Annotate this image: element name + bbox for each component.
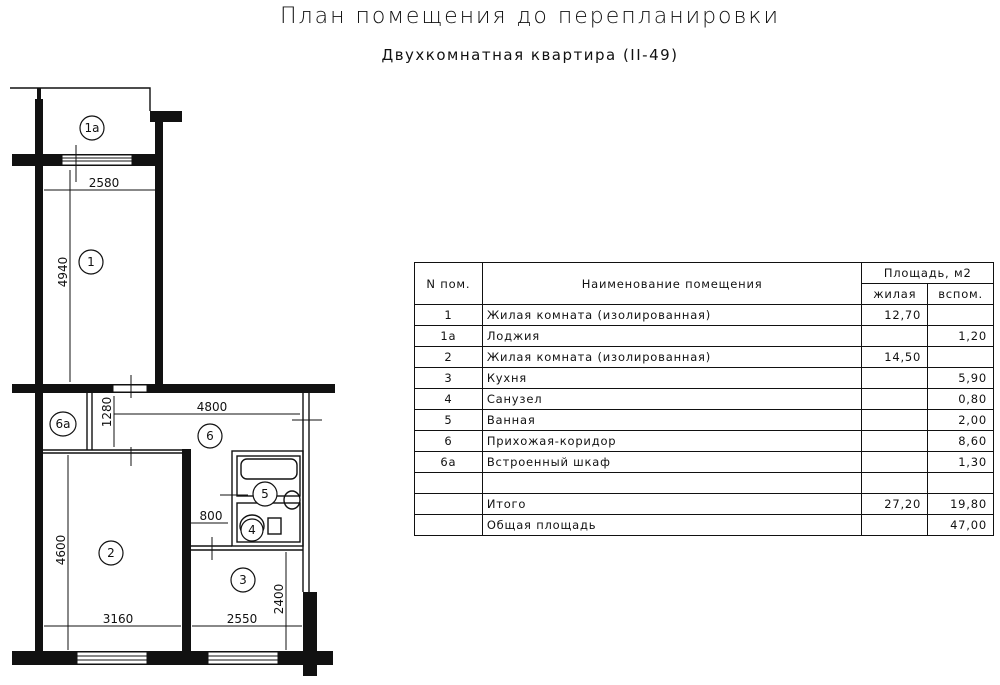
dim-1280: 1280 xyxy=(100,397,114,428)
dimension-labels: 2580 4940 4800 1280 800 4600 3160 2550 2… xyxy=(54,176,286,626)
walls xyxy=(12,88,335,676)
room-label-6a: 6a xyxy=(56,417,71,431)
header-number: N пом. xyxy=(414,262,483,305)
room-name xyxy=(481,472,863,494)
living-area xyxy=(861,451,929,473)
room-number: 4 xyxy=(414,388,483,410)
living-area xyxy=(861,409,929,431)
room-name: Жилая комната (изолированная) xyxy=(481,346,863,368)
auxiliary-area xyxy=(927,472,994,494)
room-number: 6а xyxy=(414,451,483,473)
room-label-5: 5 xyxy=(261,487,269,501)
room-name: Итого xyxy=(481,493,863,515)
room-name: Встроенный шкаф xyxy=(481,451,863,473)
room-number: 1а xyxy=(414,325,483,347)
living-area xyxy=(861,325,929,347)
header-living: жилая xyxy=(861,283,929,305)
room-area-table: N пом. Наименование помещения Площадь, м… xyxy=(414,262,994,536)
auxiliary-area xyxy=(927,346,994,368)
drawing-title: План помещения до перепланировки xyxy=(280,4,780,29)
room-name: Кухня xyxy=(481,367,863,389)
living-area xyxy=(861,514,929,536)
dim-800: 800 xyxy=(200,509,223,523)
thin-walls xyxy=(10,87,310,592)
room-number xyxy=(414,514,483,536)
room-name: Общая площадь xyxy=(481,514,863,536)
table-row: Общая площадь 47,00 xyxy=(414,514,994,536)
header-auxiliary: вспом. xyxy=(927,283,994,305)
room-number xyxy=(414,472,483,494)
room-label-4: 4 xyxy=(248,523,256,537)
living-area xyxy=(861,472,929,494)
room-name: Ванная xyxy=(481,409,863,431)
living-area: 14,50 xyxy=(861,346,929,368)
auxiliary-area: 8,60 xyxy=(927,430,994,452)
living-area xyxy=(861,430,929,452)
auxiliary-area: 2,00 xyxy=(927,409,994,431)
windows xyxy=(61,154,279,665)
room-label-1: 1 xyxy=(87,255,95,269)
dim-4940: 4940 xyxy=(56,257,70,288)
living-area: 27,20 xyxy=(861,493,929,515)
table-row xyxy=(414,472,994,494)
room-number xyxy=(414,493,483,515)
room-number: 5 xyxy=(414,409,483,431)
dim-2400: 2400 xyxy=(272,584,286,615)
dimension-lines xyxy=(44,145,322,650)
auxiliary-area: 47,00 xyxy=(927,514,994,536)
room-number: 6 xyxy=(414,430,483,452)
room-label-3: 3 xyxy=(239,573,247,587)
living-area: 12,70 xyxy=(861,304,929,326)
dim-3160: 3160 xyxy=(103,612,134,626)
table-subheader-row: жилая вспом. xyxy=(415,283,994,305)
living-area xyxy=(861,388,929,410)
auxiliary-area: 5,90 xyxy=(927,367,994,389)
header-area: Площадь, м2 xyxy=(861,262,994,284)
room-label-2: 2 xyxy=(107,546,115,560)
auxiliary-area: 1,30 xyxy=(927,451,994,473)
room-number: 1 xyxy=(414,304,483,326)
room-markers xyxy=(49,115,278,593)
room-label-6: 6 xyxy=(206,429,214,443)
dim-4800: 4800 xyxy=(197,400,228,414)
room-number: 2 xyxy=(414,346,483,368)
living-area xyxy=(861,367,929,389)
auxiliary-area: 19,80 xyxy=(927,493,994,515)
room-name: Жилая комната (изолированная) xyxy=(481,304,863,326)
room-name: Лоджия xyxy=(481,325,863,347)
dim-2550: 2550 xyxy=(227,612,258,626)
room-label-1a: 1a xyxy=(85,121,100,135)
auxiliary-area: 0,80 xyxy=(927,388,994,410)
auxiliary-area xyxy=(927,304,994,326)
floor-plan: 1a 1 6a 6 5 4 2 3 2580 4940 4800 1280 80… xyxy=(10,87,335,676)
dim-4600: 4600 xyxy=(54,535,68,566)
dim-2580: 2580 xyxy=(89,176,120,190)
room-name: Прихожая-коридор xyxy=(481,430,863,452)
auxiliary-area: 1,20 xyxy=(927,325,994,347)
room-number: 3 xyxy=(414,367,483,389)
drawing-subtitle: Двухкомнатная квартира (II-49) xyxy=(381,46,679,64)
room-name: Санузел xyxy=(481,388,863,410)
room-labels: 1a 1 6a 6 5 4 2 3 xyxy=(56,121,269,587)
header-name: Наименование помещения xyxy=(481,262,863,305)
table-header-row: N пом. Наименование помещения Площадь, м… xyxy=(414,262,994,305)
